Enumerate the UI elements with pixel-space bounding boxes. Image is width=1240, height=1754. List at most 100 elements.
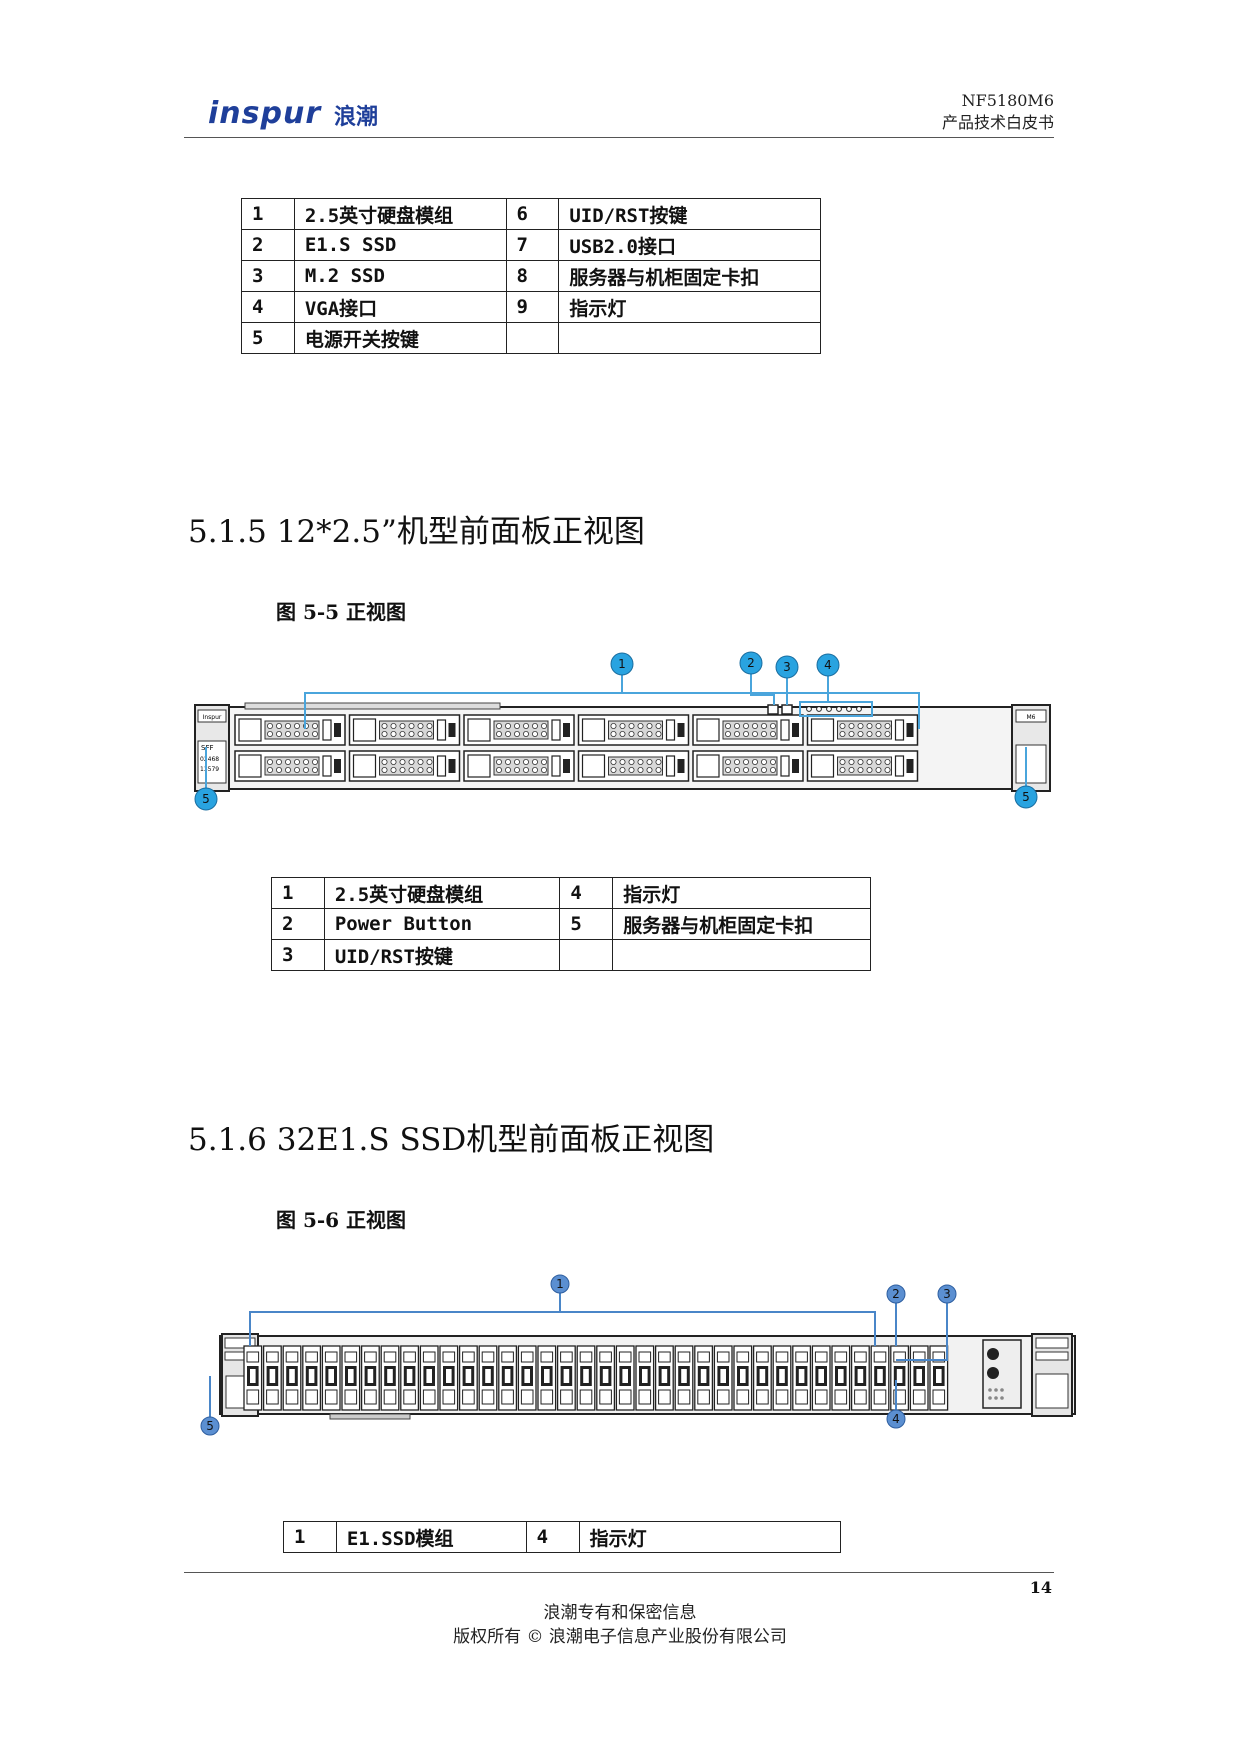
indicator-leds xyxy=(799,701,873,717)
sff-label-num1: 02468 xyxy=(200,756,219,763)
e1s-bay xyxy=(831,1345,851,1411)
callout-2-circle xyxy=(886,1284,906,1304)
power-button xyxy=(767,704,779,715)
callout-5-circle xyxy=(200,1416,220,1436)
power-button xyxy=(987,1348,999,1360)
callout-3: 3 xyxy=(943,1287,951,1301)
left-ear-brand: Inspur xyxy=(203,714,222,721)
callouts: 1 2 3 4 5 5 xyxy=(194,651,1038,811)
drive-bay xyxy=(348,714,461,746)
e1s-bay xyxy=(302,1345,322,1411)
callouts: 1 2 3 4 5 xyxy=(200,1274,957,1436)
e1s-bay xyxy=(360,1345,380,1411)
chassis-bottom-rail xyxy=(329,1413,411,1420)
inspur-logo: inspur xyxy=(208,96,322,131)
footer-confidential: 浪潮专有和保密信息 xyxy=(543,1603,697,1623)
left-ear-badge xyxy=(197,709,227,723)
callout-3: 3 xyxy=(783,660,791,674)
drive-bay xyxy=(692,750,804,782)
callout-2: 2 xyxy=(747,656,755,670)
callout-5-right: 5 xyxy=(1022,790,1030,804)
e1s-bay xyxy=(811,1345,831,1411)
figure-caption-5-5: 图 5-5 正视图 xyxy=(276,600,407,624)
drive-bay xyxy=(234,714,346,746)
page-number: 14 xyxy=(1029,1578,1052,1597)
figure-32-e1s-front-panel: 1 2 3 4 5 xyxy=(200,1274,1076,1436)
e1s-bay xyxy=(478,1345,498,1411)
right-ear-badge xyxy=(1015,709,1047,723)
e1s-bay xyxy=(752,1345,772,1411)
e1s-bay xyxy=(870,1345,890,1411)
e1s-bay xyxy=(792,1345,812,1411)
drive-bay xyxy=(463,750,575,782)
right-ear-label xyxy=(1035,1373,1069,1409)
drive-bay xyxy=(806,714,919,746)
e1s-bay xyxy=(419,1345,439,1411)
e1s-bay xyxy=(713,1345,733,1411)
e1s-bay xyxy=(909,1345,929,1411)
callout-1-circle xyxy=(550,1274,570,1294)
e1s-bay xyxy=(400,1345,420,1411)
e1s-bay xyxy=(733,1345,753,1411)
drive-bay xyxy=(806,750,919,782)
drive-bay xyxy=(348,750,461,782)
e1s-bay xyxy=(694,1345,714,1411)
callout-3-circle xyxy=(937,1284,957,1304)
drive-bay xyxy=(692,714,804,746)
callout-5-left-circle xyxy=(194,787,218,811)
callout-4-circle xyxy=(816,653,840,677)
callout-2-circle xyxy=(739,651,763,675)
figure-12-bay-front-panel: Inspur SFF 02468 13579 M6 1 2 3 4 xyxy=(194,651,1051,811)
e1s-bay xyxy=(890,1345,910,1411)
section-heading-5-1-5: 5.1.5 12*2.5”机型前面板正视图 xyxy=(188,514,645,550)
chassis-top-rail xyxy=(244,702,501,710)
e1s-bay xyxy=(262,1345,282,1411)
callout-5-right-circle xyxy=(1014,785,1038,809)
e1s-bay xyxy=(341,1345,361,1411)
e1s-bay xyxy=(537,1345,557,1411)
e1s-bay xyxy=(556,1345,576,1411)
indicator-leds xyxy=(988,1388,1004,1400)
drive-bay xyxy=(463,714,575,746)
e1s-bay xyxy=(674,1345,694,1411)
e1s-bay xyxy=(439,1345,459,1411)
inspur-logo-cn: 浪潮 xyxy=(334,105,379,130)
e1s-bays xyxy=(243,1345,949,1411)
e1s-bay xyxy=(380,1345,400,1411)
header-right: NF5180M6 产品技术白皮书 xyxy=(942,90,1054,134)
footer-copyright: 版权所有 © 浪潮电子信息产业股份有限公司 xyxy=(453,1627,787,1647)
callout-3-circle xyxy=(775,655,799,679)
callout-1: 1 xyxy=(618,657,626,671)
e1s-bay xyxy=(243,1345,263,1411)
e1s-bay xyxy=(517,1345,537,1411)
e1s-bay xyxy=(850,1345,870,1411)
doc-title: 产品技术白皮书 xyxy=(941,113,1054,132)
callout-1-circle xyxy=(610,652,634,676)
uid-rst-button xyxy=(781,704,793,715)
right-ear-model: M6 xyxy=(1027,714,1036,721)
e1s-bay xyxy=(772,1345,792,1411)
sff-label xyxy=(197,740,227,784)
callout-4-circle xyxy=(886,1409,906,1429)
e1s-bay xyxy=(929,1345,949,1411)
e1s-bay xyxy=(615,1345,635,1411)
callout-4: 4 xyxy=(892,1412,900,1426)
model-name: NF5180M6 xyxy=(961,91,1054,110)
e1s-bay xyxy=(282,1345,302,1411)
callout-2: 2 xyxy=(892,1287,900,1301)
callout-1: 1 xyxy=(556,1277,564,1291)
e1s-bay xyxy=(576,1345,596,1411)
e1s-bay xyxy=(654,1345,674,1411)
e1s-bay xyxy=(498,1345,518,1411)
right-ear-label xyxy=(1015,744,1047,784)
